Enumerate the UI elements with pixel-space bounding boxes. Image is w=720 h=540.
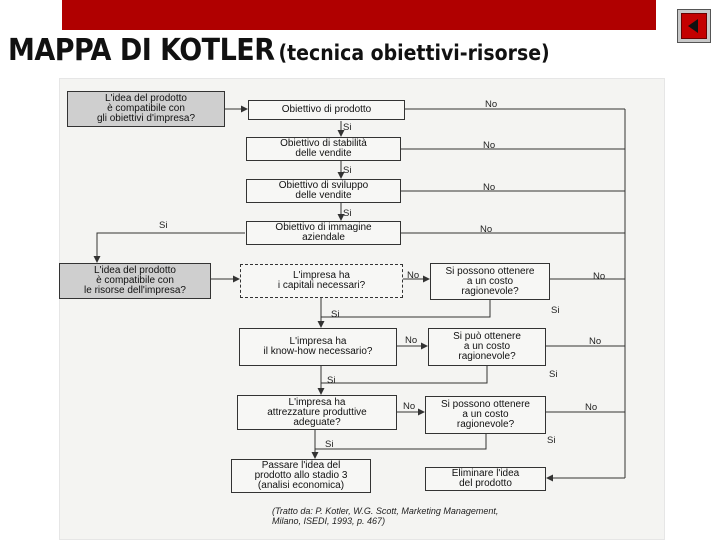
title-accent-bar	[62, 0, 656, 30]
label-yes-growth: Si	[343, 208, 352, 219]
label-no-capital: No	[407, 270, 420, 281]
label-yes-knowhow-cost: Si	[549, 369, 558, 380]
label-no-image: No	[480, 224, 493, 235]
node-objective-growth: Obiettivo di sviluppo delle vendite	[246, 179, 401, 203]
node-objective-image: Obiettivo di immagine aziendale	[246, 221, 401, 245]
node-equipment-cost: Si possono ottenere a un costo ragionevo…	[425, 396, 546, 434]
node-equipment: L'impresa ha attrezzature produttive ade…	[237, 395, 397, 430]
node-idea-objectives: L'idea del prodotto è compatibile con gl…	[67, 91, 225, 127]
label-yes-capital: Si	[331, 309, 340, 320]
label-no-capital-cost: No	[593, 271, 606, 282]
node-objective-product: Obiettivo di prodotto	[248, 100, 405, 120]
back-button[interactable]	[677, 9, 711, 43]
node-pass-stage3: Passare l'idea del prodotto allo stadio …	[231, 459, 371, 493]
flowchart-connectors	[93, 105, 626, 482]
label-yes-stability: Si	[343, 165, 352, 176]
node-knowhow: L'impresa ha il know-how necessario?	[239, 328, 397, 366]
node-capital-cost: Si possono ottenere a un costo ragionevo…	[430, 263, 550, 300]
label-yes-product: Si	[343, 122, 352, 133]
label-no-knowhow: No	[405, 335, 418, 346]
label-yes-equipment: Si	[325, 439, 334, 450]
label-no-knowhow-cost: No	[589, 336, 602, 347]
label-no-equipment: No	[403, 401, 416, 412]
label-yes-knowhow: Si	[327, 375, 336, 386]
label-yes-capital-cost: Si	[551, 305, 560, 316]
node-idea-resources: L'idea del prodotto è compatibile con le…	[59, 263, 211, 299]
node-eliminate: Eliminare l'idea del prodotto	[425, 467, 546, 491]
node-knowhow-cost: Si può ottenere a un costo ragionevole?	[428, 328, 546, 366]
label-no-stability: No	[483, 140, 496, 151]
slide-title: MAPPA DI KOTLER(tecnica obiettivi-risors…	[8, 30, 550, 72]
source-citation: (Tratto da: P. Kotler, W.G. Scott, Marke…	[272, 506, 499, 526]
label-yes-equipment-cost: Si	[547, 435, 556, 446]
slide-title-subtitle: (tecnica obiettivi-risorse)	[278, 41, 550, 65]
node-objective-stability: Obiettivo di stabilità delle vendite	[246, 137, 401, 161]
label-no-equipment-cost: No	[585, 402, 598, 413]
label-yes-image: Si	[159, 220, 168, 231]
node-capital: L'impresa ha i capitali necessari?	[240, 264, 403, 298]
flowchart-scan: L'idea del prodotto è compatibile con gl…	[59, 78, 665, 540]
label-no-growth: No	[483, 182, 496, 193]
back-arrow-icon	[681, 13, 707, 39]
label-no-product: No	[485, 99, 498, 110]
slide-title-main: MAPPA DI KOTLER	[8, 33, 275, 68]
